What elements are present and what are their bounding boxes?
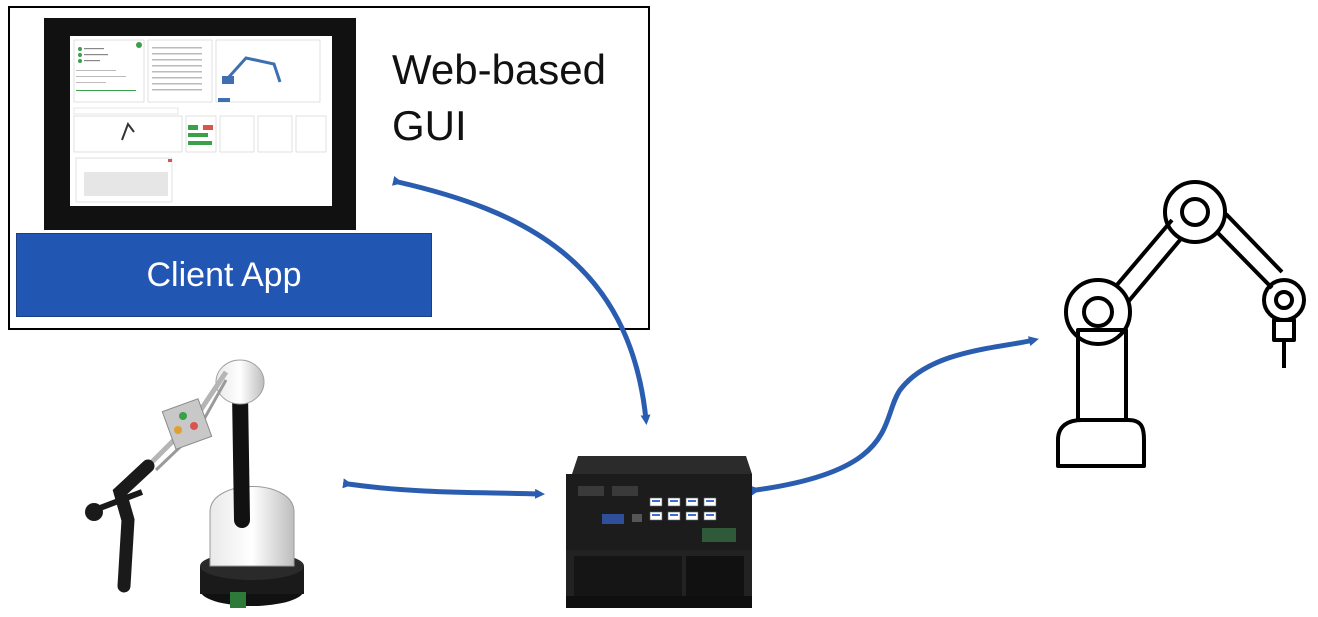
monitor-screenshot-icon (44, 18, 356, 230)
web-based-gui-line-1: Web-based (392, 46, 607, 93)
industrial-pc-icon (566, 456, 752, 608)
arrow-controller-robot (750, 336, 1039, 496)
web-based-gui-label: Web-based GUI (392, 42, 632, 154)
web-based-gui-line-2: GUI (392, 102, 467, 149)
client-app-label: Client App (146, 255, 302, 294)
haptic-device-icon (85, 359, 304, 608)
client-app-button[interactable]: Client App (16, 233, 432, 317)
robot-arm-icon (1056, 180, 1306, 468)
arrow-gui-controller (392, 176, 651, 425)
arrow-haptic-controller (342, 478, 545, 499)
